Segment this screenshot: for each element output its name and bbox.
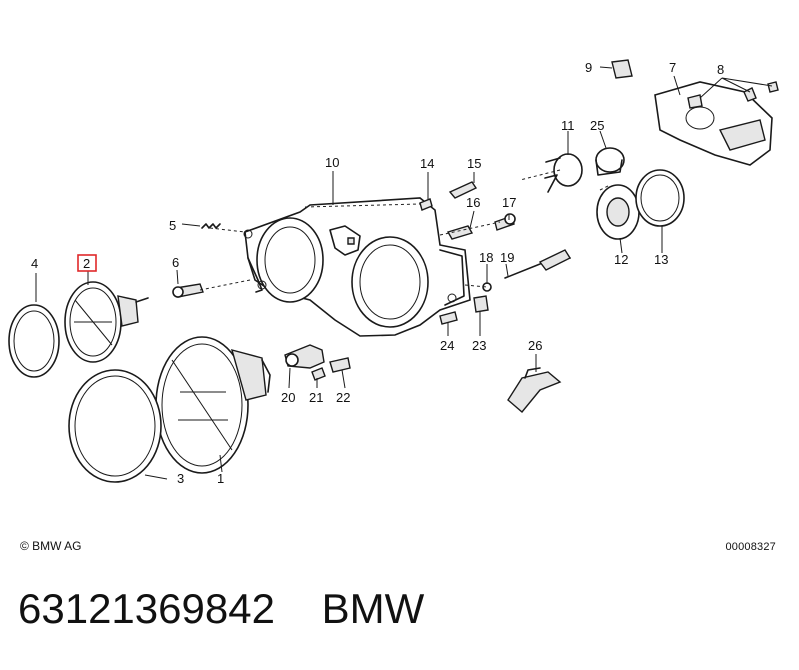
part-caption: 63121369842 BMW <box>18 585 424 633</box>
clip-9 <box>611 59 633 79</box>
callout-15[interactable]: 15 <box>467 156 481 171</box>
callout-2-highlight-box <box>77 254 97 272</box>
callout-22[interactable]: 22 <box>336 390 350 405</box>
callout-23[interactable]: 23 <box>472 338 486 353</box>
callout-25[interactable]: 25 <box>590 118 604 133</box>
brand-name: BMW <box>321 585 425 632</box>
connector-26 <box>507 367 562 413</box>
bulb-21 <box>311 367 326 381</box>
screw-17 <box>494 213 516 231</box>
drawing-number: 00008327 <box>725 541 776 553</box>
callout-5[interactable]: 5 <box>169 218 176 233</box>
callout-11[interactable]: 11 <box>561 118 575 133</box>
callout-20[interactable]: 20 <box>281 390 295 405</box>
copyright-notice: © BMW AG <box>20 539 82 553</box>
headlight-exploded-diagram: 1 2 3 4 5 6 7 8 9 10 11 12 13 14 15 16 1… <box>8 59 779 486</box>
clip-15 <box>448 181 478 199</box>
socket-11 <box>544 153 583 193</box>
callout-14[interactable]: 14 <box>420 156 434 171</box>
callout-19[interactable]: 19 <box>500 250 514 265</box>
headlight-housing <box>243 197 471 337</box>
clip-8 <box>687 81 779 109</box>
trim-ring-small <box>8 304 60 378</box>
callout-8[interactable]: 8 <box>717 62 724 77</box>
retaining-ring-13 <box>635 169 685 227</box>
bulb-holder-12 <box>596 184 640 240</box>
spring-5 <box>201 223 221 229</box>
headlight-insert-small <box>64 281 149 363</box>
socket-25 <box>595 147 625 176</box>
clip-23 <box>473 295 489 313</box>
screw-24 <box>439 311 458 325</box>
callout-7[interactable]: 7 <box>669 60 676 75</box>
headlight-insert-large <box>155 336 271 474</box>
callout-26[interactable]: 26 <box>528 338 542 353</box>
callout-24[interactable]: 24 <box>440 338 454 353</box>
adjust-screw-6 <box>172 283 204 298</box>
callout-18[interactable]: 18 <box>479 250 493 265</box>
callout-1[interactable]: 1 <box>217 471 224 486</box>
callout-4[interactable]: 4 <box>31 256 38 271</box>
callout-13[interactable]: 13 <box>654 252 668 267</box>
screw-16 <box>446 225 474 240</box>
connector-19 <box>504 249 572 279</box>
callout-numbers: 1 2 3 4 5 6 7 8 9 10 11 12 13 14 15 16 1… <box>31 60 724 486</box>
callout-3[interactable]: 3 <box>177 471 184 486</box>
part-number: 63121369842 <box>18 585 275 632</box>
leader-lines <box>35 66 773 480</box>
callout-21[interactable]: 21 <box>309 390 323 405</box>
trim-ring-large <box>68 369 162 483</box>
screw-14 <box>419 198 433 211</box>
callout-9[interactable]: 9 <box>585 60 592 75</box>
callout-10[interactable]: 10 <box>325 155 339 170</box>
cover-7 <box>654 81 773 166</box>
callout-17[interactable]: 17 <box>502 195 516 210</box>
bulb-socket-22 <box>329 357 351 373</box>
assembly-lines <box>199 169 611 291</box>
bulb-20 <box>284 344 325 369</box>
callout-2[interactable]: 2 <box>83 256 90 271</box>
callout-12[interactable]: 12 <box>614 252 628 267</box>
callout-16[interactable]: 16 <box>466 195 480 210</box>
callout-6[interactable]: 6 <box>172 255 179 270</box>
